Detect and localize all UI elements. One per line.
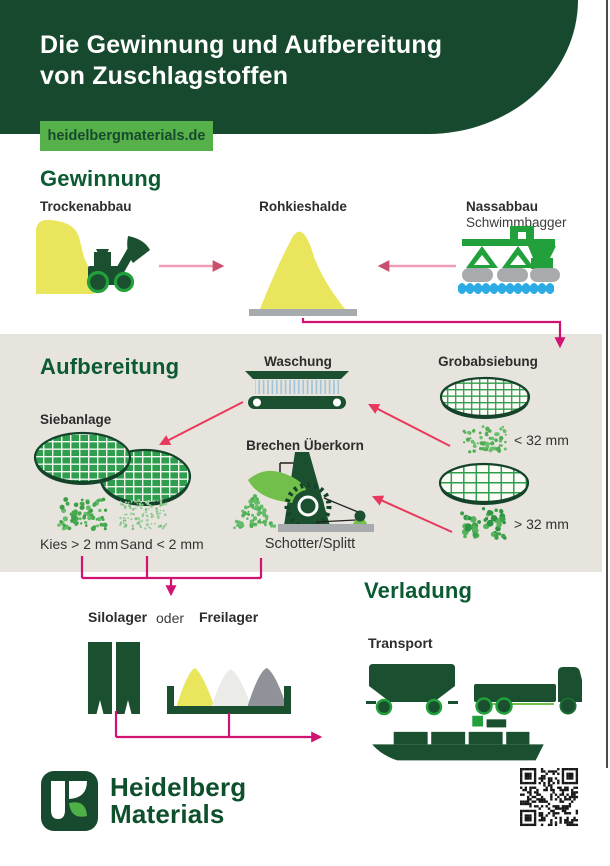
section-heading-gewinnung: Gewinnung [40, 166, 162, 191]
connector-to-lager [80, 556, 263, 597]
qr-code [520, 768, 579, 827]
label-freilager: Freilager [199, 609, 259, 625]
label-schotter-splitt: Schotter/Splitt [264, 536, 356, 552]
section-heading-verladung: Verladung [364, 578, 473, 603]
open-storage-icon [167, 668, 291, 714]
arrow-grobabsiebung-to-waschung [368, 403, 451, 447]
arrow-oversize-to-crusher [371, 495, 453, 533]
connector-halde-to-grobabsiebung [301, 318, 566, 349]
label-over-32mm: > 32 mm [514, 516, 569, 532]
dredger-icon [458, 226, 560, 294]
silos-icon [88, 642, 140, 714]
heidelberg-materials-logo [41, 771, 98, 831]
crusher-icon [248, 452, 374, 532]
coarse-screening-sieve-icon [439, 376, 531, 419]
arrow-nassabbau-to-halde [377, 260, 456, 272]
label-grobabsiebung: Grobabsiebung [438, 354, 538, 369]
label-brechen-ueberkorn: Brechen Überkorn [246, 438, 364, 453]
gravel-pile-icon [249, 231, 357, 316]
label-sand: Sand < 2 mm [120, 536, 204, 552]
label-under-32mm: < 32 mm [514, 432, 569, 448]
section-heading-aufbereitung: Aufbereitung [40, 354, 180, 379]
website-badge[interactable]: heidelbergmaterials.de [40, 121, 213, 151]
arrow-waschung-to-siebanlage [159, 401, 244, 446]
rail-wagon-icon [366, 664, 458, 716]
header-banner [0, 0, 578, 134]
label-rohkieshalde: Rohkieshalde [259, 199, 347, 214]
label-trockenabbau: Trockenabbau [40, 199, 132, 214]
page-edge-line [606, 0, 608, 768]
brand-line2: Materials [110, 798, 225, 829]
label-nassabbau: Nassabbau [466, 199, 539, 214]
truck-icon [474, 667, 582, 715]
arrow-trockenabbau-to-halde [159, 260, 225, 272]
label-schwimmbagger: Schwimmbagger [466, 215, 567, 230]
label-transport: Transport [368, 635, 433, 651]
brand-wordmark: Heidelberg Materials [110, 774, 246, 827]
label-silolager: Silolager [88, 609, 148, 625]
connector-to-verladung [114, 711, 323, 743]
brand-line1: Heidelberg [110, 772, 247, 802]
schotter-pile-dots [233, 494, 277, 530]
oversize-sieve-icon [438, 462, 530, 505]
wheel-loader-icon [36, 219, 150, 294]
page-title-line2: von Zuschlagstoffen [40, 62, 289, 90]
label-waschung: Waschung [264, 354, 332, 369]
screening-plant-sieves-icon [33, 431, 192, 506]
label-siebanlage: Siebanlage [40, 412, 112, 427]
page-title: Die Gewinnung und Aufbereitung von Zusch… [40, 30, 520, 92]
page-title-line1: Die Gewinnung und Aufbereitung [40, 31, 443, 59]
sand-dots [119, 497, 168, 530]
kies-dots [57, 497, 108, 532]
washing-unit-icon [245, 371, 349, 409]
under-32mm-dots [462, 425, 507, 454]
over-32mm-dots [460, 507, 507, 540]
label-kies: Kies > 2 mm [40, 536, 119, 552]
ship-icon [372, 715, 544, 761]
label-oder: oder [156, 610, 185, 626]
